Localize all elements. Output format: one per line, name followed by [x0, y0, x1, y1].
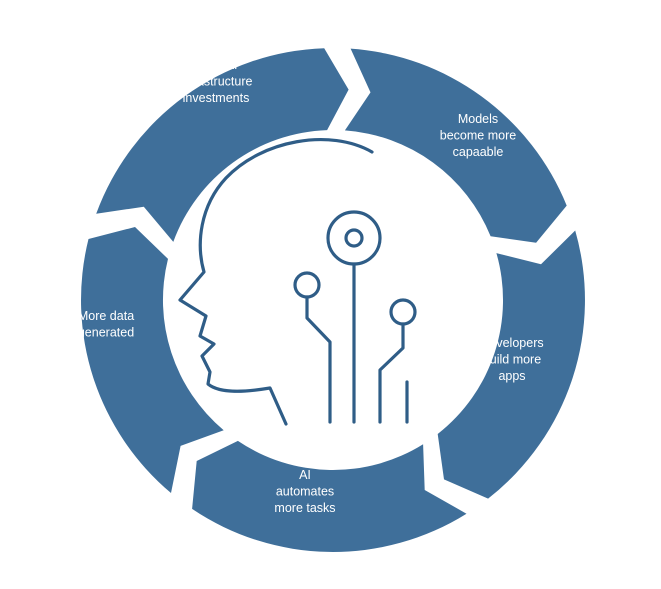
cycle-segment-developers: [437, 230, 585, 499]
segment-label-infra-line-1: More AI: [194, 58, 237, 72]
head-profile-line: [178, 138, 374, 426]
circuit-trace-left: [305, 295, 332, 424]
segment-label-developers-line-3: apps: [498, 369, 525, 383]
circuit-node-large: [326, 210, 382, 266]
circuit-node-inner: [344, 228, 364, 248]
segment-label-models-line-3: capaable: [453, 145, 504, 159]
circuit-node-left: [293, 271, 321, 299]
segment-label-developers-line-2: build more: [483, 352, 541, 366]
segment-label-infra-line-2: infrastructure: [180, 74, 253, 88]
segment-label-developers-line-1: Developers: [480, 336, 543, 350]
segment-label-automates-line-1: AI: [299, 468, 311, 482]
circuit-node-right: [389, 298, 417, 326]
circuit-trace-right: [378, 322, 405, 424]
cycle-segment-infra: [96, 48, 349, 242]
cycle-segment-models: [344, 48, 567, 243]
segment-label-automates-line-2: automates: [276, 484, 334, 498]
segment-label-infra-line-3: investments: [183, 91, 250, 105]
segment-label-models-line-2: become more: [440, 128, 516, 142]
cycle-segments: [81, 48, 585, 552]
segment-label-automates-line-3: more tasks: [274, 501, 335, 515]
segment-label-data-line-2: generated: [78, 326, 134, 340]
cycle-segment-automates: [192, 440, 467, 552]
segment-label-data-line-1: More data: [78, 309, 134, 323]
ai-head-circuit-icon: [178, 138, 417, 426]
segment-label-models-line-1: Models: [458, 112, 498, 126]
cycle-segment-data: [81, 227, 224, 493]
